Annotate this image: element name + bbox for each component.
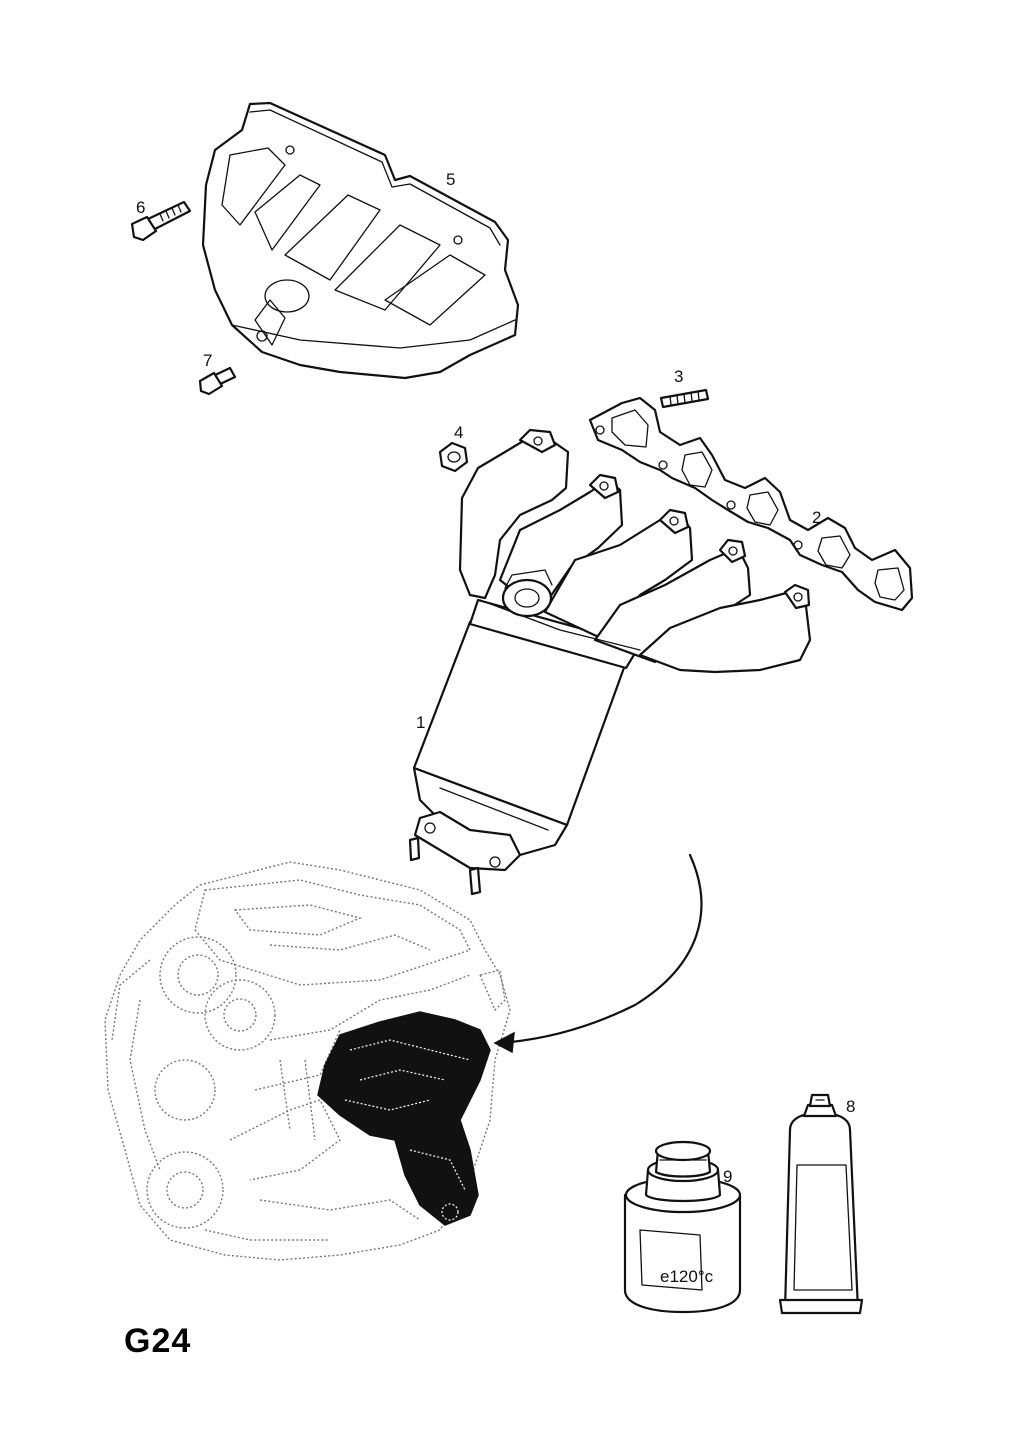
callout-1: 1 [416, 713, 425, 732]
callout-9: 9 [723, 1167, 732, 1186]
gasket-part-2 [588, 396, 914, 612]
heat-shield-part-5 [201, 101, 520, 380]
highlighted-manifold-on-engine [317, 1011, 491, 1226]
stud-part-3 [659, 388, 710, 409]
bolt-part-6 [130, 200, 192, 242]
jar-label-text: e120°c [660, 1267, 714, 1286]
bolt-part-7 [198, 366, 237, 396]
page-code: G24 [124, 1322, 192, 1360]
callout-8: 8 [846, 1097, 855, 1116]
location-arrow [493, 853, 703, 1054]
compound-jar-part-9: e120°c [623, 1140, 742, 1314]
exhaust-manifold-part-1 [408, 428, 812, 896]
callout-4: 4 [454, 423, 463, 442]
callout-3: 3 [674, 367, 683, 386]
callout-5: 5 [446, 170, 455, 189]
callout-7: 7 [203, 351, 212, 370]
nut-part-4 [438, 441, 469, 473]
callout-2: 2 [812, 508, 821, 527]
callout-6: 6 [136, 198, 145, 217]
sealant-tube-part-8 [778, 1093, 864, 1315]
